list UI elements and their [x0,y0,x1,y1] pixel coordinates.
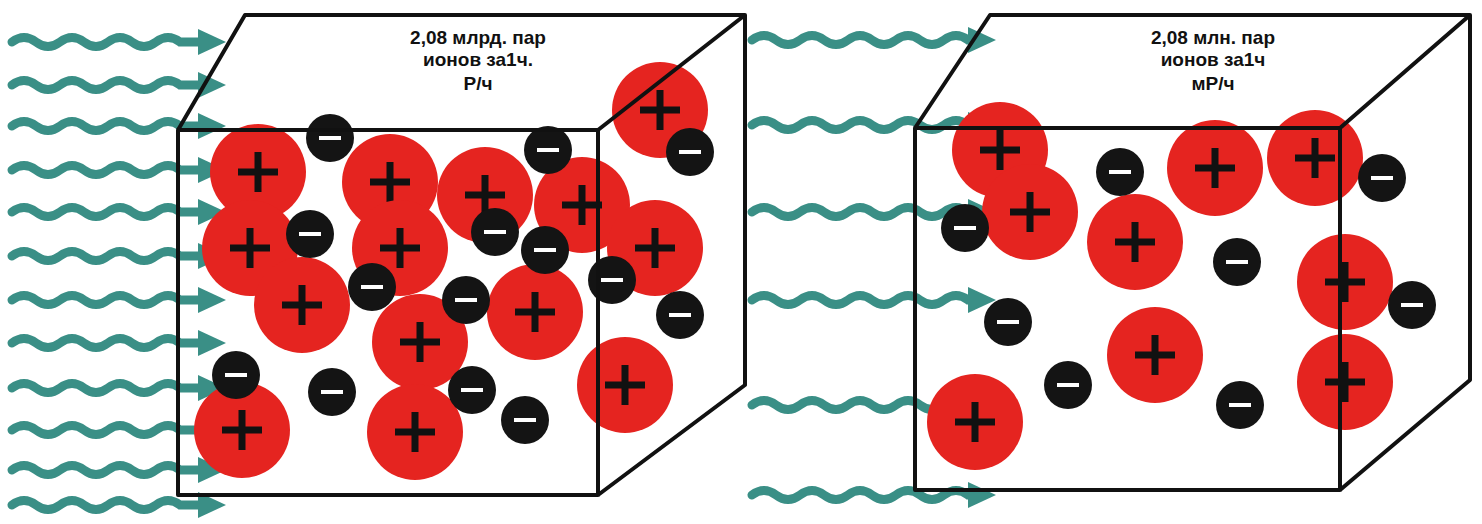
negative-ion [588,256,636,304]
dose-rate-unit: Р/ч [388,73,568,95]
positive-ion [1167,120,1263,216]
negative-ion [286,210,334,258]
negative-ion [1358,154,1406,202]
positive-ion [487,264,583,360]
positive-ion [1107,307,1203,403]
ion-cloud [194,62,714,480]
negative-ion [656,291,704,339]
positive-ion [1267,110,1363,206]
wave-arrow [12,72,226,98]
wave-arrow [12,330,226,356]
negative-ion [521,226,569,274]
cube-outline [178,15,745,495]
negative-ion [308,368,356,416]
wave-arrow [752,27,996,53]
wave-arrow [12,375,226,401]
ion-cloud [927,102,1436,470]
negative-ion [984,298,1032,346]
cube-side [598,15,745,495]
cube-front [915,128,1340,490]
positive-ion [927,374,1023,470]
negative-ion [501,396,549,444]
ion-chamber: 2,08 млрд. пар ионов за1ч.Р/ч [178,15,745,495]
positive-ion [254,257,350,353]
negative-ion [471,208,519,256]
wave-arrow [12,29,226,55]
negative-ion [1216,381,1264,429]
negative-ion [1044,361,1092,409]
cube-top [915,15,1470,128]
wave-arrow [752,482,996,508]
ionization-rate: 2,08 млн. пар ионов за1ч [1123,27,1303,71]
ionization-rate: 2,08 млрд. пар ионов за1ч. [388,27,568,71]
positive-ion [1087,194,1183,290]
negative-ion [448,366,496,414]
negative-ion [212,351,260,399]
negative-ion [524,126,572,174]
negative-ion [1096,148,1144,196]
negative-ion [306,114,354,162]
positive-ion [367,384,463,480]
ion-chamber: 2,08 млн. пар ионов за1чмР/ч [915,15,1470,490]
dose-rate-unit: мР/ч [1123,73,1303,95]
negative-ion [348,263,396,311]
wave-arrow [12,157,226,183]
negative-ion [666,128,714,176]
negative-ion [1388,281,1436,329]
negative-ion [1213,238,1261,286]
cube-outline [915,15,1470,490]
positive-ion [577,337,673,433]
wave-arrow [12,417,226,443]
cube-front [178,130,598,495]
cube-side [1340,15,1470,490]
wave-arrow [752,287,996,313]
wave-arrow [12,113,226,139]
positive-ion [1297,234,1393,330]
positive-ion [982,164,1078,260]
wave-arrow [12,243,226,269]
wave-arrow [12,287,226,313]
wave-arrow [12,457,226,483]
negative-ion [941,204,989,252]
cube-top [178,15,745,130]
wave-arrow [12,199,226,225]
negative-ion [442,276,490,324]
positive-ion [1297,334,1393,430]
